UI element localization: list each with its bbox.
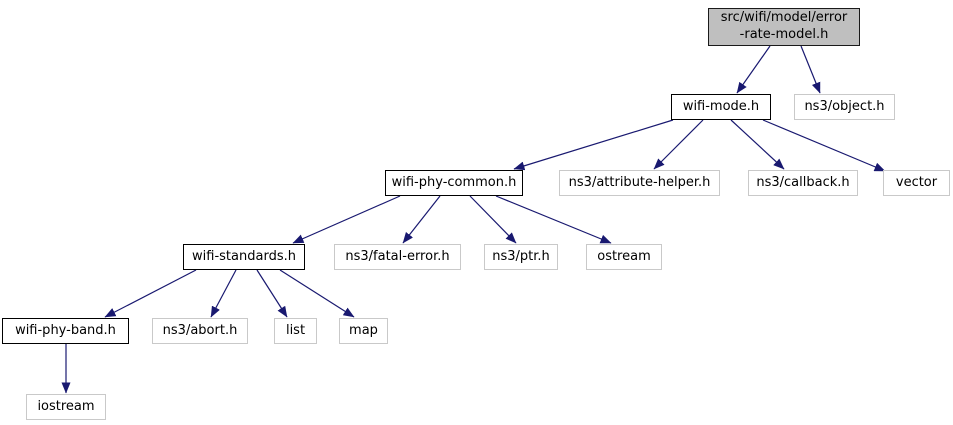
graph-node-wifi-phy-band[interactable]: wifi-phy-band.h	[2, 318, 129, 344]
graph-node-ns3-callback: ns3/callback.h	[748, 170, 858, 196]
edge-wifi-standards-to-map	[279, 269, 355, 318]
graph-node-map: map	[339, 318, 388, 344]
graph-node-ns3-ptr: ns3/ptr.h	[484, 244, 558, 270]
graph-node-error-rate-model: src/wifi/model/error -rate-model.h	[708, 8, 860, 46]
graph-node-ns3-fatal-error: ns3/fatal-error.h	[334, 244, 461, 270]
edge-wifi-phy-common-to-wifi-standards	[292, 195, 401, 244]
graph-node-vector: vector	[883, 170, 950, 196]
edge-wifi-standards-to-ns3-abort	[210, 269, 237, 318]
graph-node-wifi-phy-common[interactable]: wifi-phy-common.h	[385, 170, 523, 196]
edge-wifi-mode-to-vector	[762, 119, 886, 172]
graph-node-ns3-abort: ns3/abort.h	[152, 318, 248, 344]
edge-wifi-phy-common-to-ostream	[495, 195, 612, 244]
graph-node-ostream: ostream	[586, 244, 662, 270]
edge-error-rate-model-to-wifi-mode	[736, 45, 771, 94]
edge-wifi-mode-to-wifi-phy-common	[513, 119, 674, 171]
edge-error-rate-model-to-ns3-object	[800, 45, 821, 94]
edge-wifi-standards-to-wifi-phy-band	[104, 269, 197, 318]
edge-wifi-phy-common-to-ns3-ptr	[469, 195, 517, 244]
graph-node-wifi-standards[interactable]: wifi-standards.h	[183, 244, 305, 270]
graph-node-wifi-mode[interactable]: wifi-mode.h	[671, 94, 771, 120]
graph-node-ns3-object: ns3/object.h	[794, 94, 895, 120]
graph-node-list: list	[274, 318, 317, 344]
graph-node-iostream: iostream	[26, 394, 106, 420]
edge-wifi-mode-to-ns3-callback	[730, 119, 785, 170]
edge-wifi-phy-common-to-ns3-fatal-error	[402, 195, 441, 244]
edge-wifi-mode-to-ns3-attribute-helper	[653, 119, 704, 170]
graph-node-ns3-attribute-helper: ns3/attribute-helper.h	[559, 170, 720, 196]
edge-wifi-standards-to-list	[256, 269, 288, 318]
